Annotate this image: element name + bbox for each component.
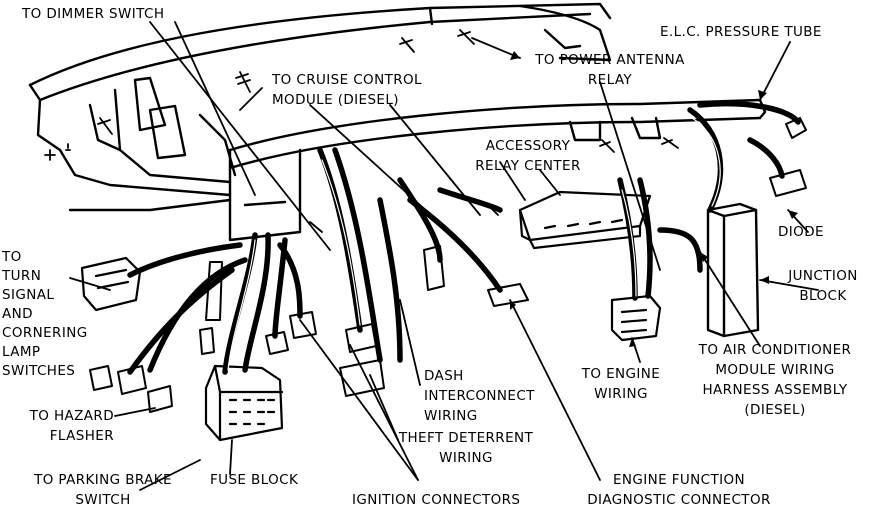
label-cruise-control: TO CRUISE CONTROL MODULE (DIESEL) [272,72,422,108]
label-dimmer-switch: TO DIMMER SWITCH [22,6,165,22]
fuse-block-shape [204,364,284,442]
junction-block-box [706,202,760,338]
label-accessory-relay-center: ACCESSORY RELAY CENTER [475,138,581,174]
dash-panel-outline [28,2,612,212]
label-theft-deterrent-wiring: THEFT DETERRENT WIRING [398,430,534,466]
label-engine-wiring: TO ENGINE WIRING [581,366,661,402]
label-elc-pressure-tube: E.L.C. PRESSURE TUBE [660,24,822,40]
arrow-heads [510,51,798,347]
leader-lines [69,21,819,491]
label-fuse-block: FUSE BLOCK [210,472,299,488]
label-air-conditioner-harness: TO AIR CONDITIONER MODULE WIRING HARNESS… [698,342,852,418]
harness-texture [227,117,721,371]
label-junction-block: JUNCTION BLOCK [788,268,858,304]
label-parking-brake-switch: TO PARKING BRAKE SWITCH [34,472,172,508]
ignition-connector-shapes [199,261,317,355]
diagnostic-connector-shape [610,294,662,342]
wiring-harness [127,100,801,375]
label-diagnostic-connector: ENGINE FUNCTION DIAGNOSTIC CONNECTOR [587,472,771,508]
label-dash-interconnect-wiring: DASH INTERCONNECT WIRING [424,368,535,424]
label-diode: DIODE [778,224,824,240]
label-hazard-flasher: TO HAZARD FLASHER [29,408,114,444]
label-turn-signal-switches: TO TURN SIGNAL AND CORNERING LAMP SWITCH… [2,249,88,379]
label-ignition-connectors: IGNITION CONNECTORS [352,492,521,508]
support-beam [228,98,767,242]
label-power-antenna-relay: TO POWER ANTENNA RELAY [535,52,685,88]
bolts [44,29,679,233]
